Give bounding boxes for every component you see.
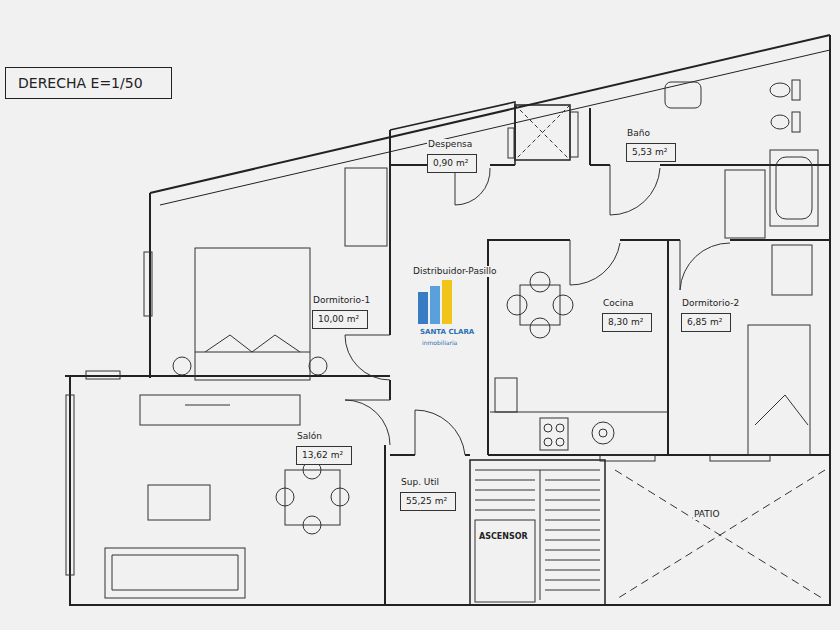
room-name: Despensa: [427, 139, 473, 150]
room-name: Dormitorio-1: [312, 295, 371, 306]
title-box: DERECHA E=1/50: [5, 67, 172, 99]
room-area-box: Salón 13,62 m²: [296, 424, 352, 465]
plan-title: DERECHA E=1/50: [5, 67, 172, 99]
watermark: SANTA CLARA: [419, 327, 475, 338]
room-area: 5,53 m²: [626, 143, 676, 162]
room-area-box: Sup. Util 55,25 m²: [400, 470, 456, 511]
room-name: Salón: [296, 431, 323, 442]
plan-label: PATIO: [693, 509, 721, 520]
room-area: 13,62 m²: [296, 446, 352, 465]
plan-label: Distribuidor-Pasillo: [412, 266, 498, 277]
room-name: Sup. Util: [400, 477, 440, 488]
room-name: Baño: [626, 128, 651, 139]
room-area-box: Dormitorio-2 6,85 m²: [681, 291, 740, 332]
room-area-box: Dormitorio-1 10,00 m²: [312, 288, 371, 329]
room-area-box: Despensa 0,90 m²: [427, 132, 477, 173]
room-name: Dormitorio-2: [681, 298, 740, 309]
watermark: inmobiliaria: [421, 337, 458, 348]
room-area: 8,30 m²: [602, 313, 652, 332]
room-area: 10,00 m²: [312, 310, 368, 329]
room-area-box: Baño 5,53 m²: [626, 121, 676, 162]
room-area: 0,90 m²: [427, 154, 477, 173]
room-name: Cocina: [602, 298, 634, 309]
room-area: 6,85 m²: [681, 313, 731, 332]
plan-label: ASCENSOR: [478, 531, 529, 542]
room-area: 55,25 m²: [400, 492, 456, 511]
room-area-box: Cocina 8,30 m²: [602, 291, 652, 332]
